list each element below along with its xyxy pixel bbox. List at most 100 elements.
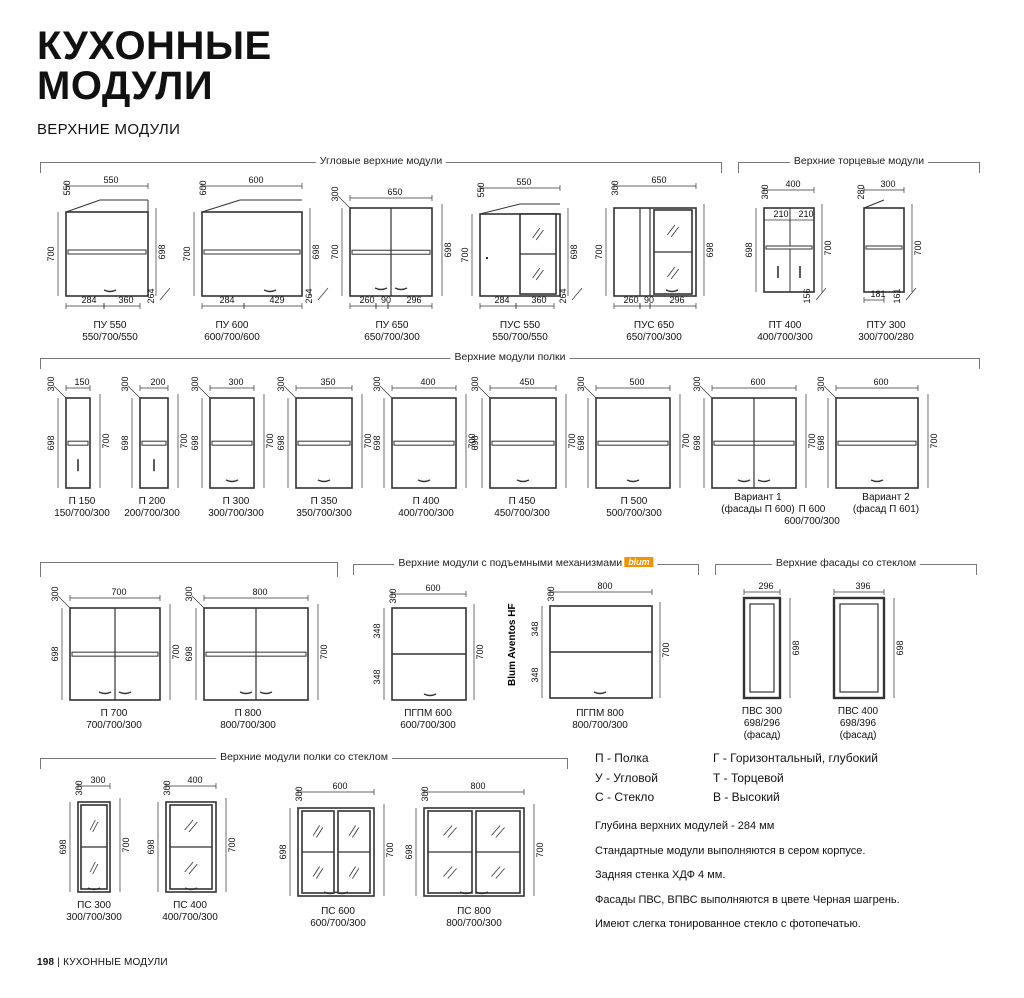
dimension-line: [905, 287, 917, 301]
dimension-height-label: 348: [530, 667, 540, 682]
dimension-depth-label: 300: [120, 376, 130, 391]
glass-reflection-icon: [491, 866, 501, 877]
glass-reflection-icon: [670, 268, 680, 280]
cabinet-shelf: [203, 249, 301, 255]
handle-icon: [98, 691, 112, 695]
module-name: ПВС 300: [741, 706, 783, 717]
cabinet-shelf: [297, 440, 351, 446]
dimension-depth-label: 550: [476, 182, 486, 197]
page-number: 198: [37, 957, 55, 968]
dimension-line: [571, 287, 583, 301]
dimension-height-label: 698: [278, 844, 288, 859]
dimension-width-label: 700: [111, 587, 126, 597]
module-name: ПУ 600: [215, 320, 249, 331]
glass-reflection-icon: [188, 863, 198, 875]
module-size: 550/700/550: [82, 332, 138, 343]
dimension-width-label: 284: [81, 295, 96, 305]
dimension-line: [57, 595, 71, 609]
handle-icon: [374, 287, 388, 291]
dimension-depth-label: 264: [558, 288, 568, 303]
dimension-depth-label: 300: [546, 586, 556, 601]
dimension-width-label: 300: [880, 179, 895, 189]
dimension-height-label: 700: [681, 433, 691, 448]
note-body: Стандартные модули выполняются в сером к…: [595, 844, 866, 857]
dimension-width-label: 600: [750, 377, 765, 387]
cabinet-shelf: [597, 440, 669, 446]
dimension-depth-label: 300: [276, 376, 286, 391]
dimension-height-label: 698: [58, 839, 68, 854]
module-name: ПС 400: [173, 900, 207, 911]
dimension-height-label: 698: [443, 242, 453, 257]
glass-facade-pane: [749, 603, 775, 693]
dimension-height-label: 700: [319, 644, 329, 659]
module-name: ПУС 550: [499, 320, 541, 331]
dimension-height-label: 700: [467, 433, 477, 448]
cabinet-shelf: [67, 249, 147, 255]
notes: Глубина верхних модулей - 284 мм Стандар…: [595, 820, 900, 943]
dimension-height-label: 698: [705, 242, 715, 257]
section-lift-text: Верхние модули с подъемными механизмами: [398, 557, 623, 569]
glass-reflection-icon: [312, 825, 320, 836]
dimension-line: [583, 385, 597, 399]
module-name: ПВС 400: [837, 706, 879, 717]
dimension-height-label: 700: [460, 247, 470, 262]
dimension-depth-label: 300: [46, 376, 56, 391]
dimension-depth-label: 300: [330, 186, 340, 201]
module-size: 400/700/300: [757, 332, 813, 343]
glass-reflection-icon: [535, 269, 544, 281]
dimension-depth-label: 300: [816, 376, 826, 391]
dimension-width-label: 360: [118, 295, 133, 305]
handle-icon: [475, 891, 489, 895]
glass-reflection-icon: [92, 863, 99, 875]
dimension-width-label: 600: [425, 583, 440, 593]
handle-icon: [593, 691, 607, 695]
module-size: (фасады П 600): [721, 504, 795, 515]
handle-icon: [626, 479, 640, 483]
footer-section: КУХОННЫЕ МОДУЛИ: [63, 957, 168, 968]
dimension-height-label: 698: [184, 646, 194, 661]
dimension-line: [823, 385, 837, 399]
dimension-depth-label: 280: [856, 184, 866, 199]
glass-reflection-icon: [666, 224, 676, 236]
module-name: ПГПМ 600: [404, 708, 452, 719]
module-name: П 200: [138, 496, 166, 507]
dimension-height-label: 698: [190, 435, 200, 450]
dimension-height-label: 700: [807, 433, 817, 448]
dimension-width-label: 210: [773, 209, 788, 219]
handle-icon: [317, 479, 331, 483]
glass-reflection-icon: [532, 227, 541, 239]
dimension-height-label: 698: [816, 435, 826, 450]
dimension-depth-label: 161: [892, 288, 902, 303]
section-large-bracket: [40, 562, 338, 577]
module-size: 550/700/550: [492, 332, 548, 343]
dimension-height-label: 348: [530, 621, 540, 636]
glass-reflection-icon: [447, 868, 457, 879]
page-footer: 198 | КУХОННЫЕ МОДУЛИ: [37, 957, 168, 968]
module-name: Вариант 1: [734, 492, 782, 503]
handle-icon: [263, 289, 277, 293]
dimension-height-label: 700: [535, 842, 545, 857]
module-name: ПГПМ 800: [576, 708, 624, 719]
legend-item: Г - Горизонтальный, глубокий: [713, 751, 878, 765]
dimension-line: [53, 385, 67, 399]
glass-facade-pane: [839, 603, 879, 693]
module-name: ПУС 650: [633, 320, 675, 331]
glass-reflection-icon: [495, 868, 505, 879]
module-size: 650/700/300: [626, 332, 682, 343]
cabinet-shelf: [865, 245, 903, 250]
aventos-text: Blum Aventos HF: [507, 603, 518, 686]
module-size: 300/700/300: [208, 508, 264, 519]
dimension-depth-label: 300: [372, 376, 382, 391]
dimension-height-label: 700: [182, 246, 192, 261]
dimension-depth-label: 550: [62, 180, 72, 195]
module-size: 600/700/300: [400, 720, 456, 731]
